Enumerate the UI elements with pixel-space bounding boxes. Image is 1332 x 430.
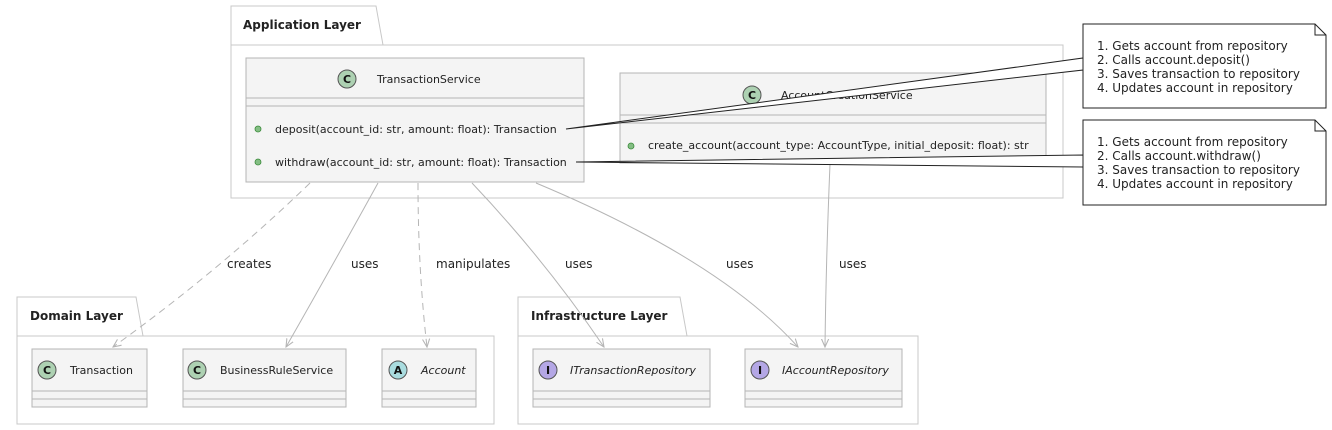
public-method-icon [627, 142, 635, 150]
class-stereotype-letter: C [43, 364, 51, 377]
class-account[interactable]: A Account [381, 348, 477, 408]
public-method-icon [254, 125, 262, 133]
note-line: 2. Calls account.withdraw() [1097, 149, 1261, 163]
public-method-icon [254, 158, 262, 166]
class-stereotype-letter: I [546, 364, 550, 377]
class-transaction-service[interactable]: C TransactionService deposit(account_id:… [245, 57, 585, 183]
note-line: 3. Saves transaction to repository [1097, 67, 1300, 81]
edge-uses-account-repo-creation [825, 163, 831, 347]
edge-label-uses: uses [351, 257, 379, 271]
edge-label-uses: uses [565, 257, 593, 271]
note-withdraw: 1. Gets account from repository 2. Calls… [575, 119, 1327, 206]
class-stereotype-letter: I [758, 364, 762, 377]
class-name: IAccountRepository [782, 364, 889, 377]
class-name: Account [420, 364, 466, 377]
edge-label-manipulates: manipulates [436, 257, 510, 271]
edge-label-uses: uses [726, 257, 754, 271]
class-name: TransactionService [376, 73, 481, 86]
interface-itransaction-repository[interactable]: I ITransactionRepository [532, 348, 711, 408]
class-transaction[interactable]: C Transaction [31, 348, 148, 408]
method-create-account: create_account(account_type: AccountType… [648, 139, 1029, 152]
class-stereotype-icon [337, 69, 357, 89]
interface-stereotype-icon [750, 360, 770, 380]
class-account-creation-service[interactable]: C AccountCreationService create_account(… [619, 72, 1047, 164]
edge-creates [113, 182, 311, 347]
package-title-domain: Domain Layer [30, 309, 123, 323]
class-stereotype-icon [187, 360, 207, 380]
note-line: 4. Updates account in repository [1097, 177, 1293, 191]
package-title-application: Application Layer [243, 18, 361, 32]
class-name: Transaction [69, 364, 133, 377]
note-line: 1. Gets account from repository [1097, 39, 1288, 53]
class-stereotype-letter: A [394, 364, 403, 377]
abstract-stereotype-icon [388, 360, 408, 380]
edge-manipulates [417, 182, 427, 347]
class-stereotype-icon [37, 360, 57, 380]
class-name: ITransactionRepository [570, 364, 696, 377]
edge-label-creates: creates [227, 257, 271, 271]
edge-uses-transaction-repo [471, 182, 604, 347]
method-withdraw: withdraw(account_id: str, amount: float)… [275, 156, 567, 169]
interface-stereotype-icon [538, 360, 558, 380]
class-stereotype-letter: C [748, 89, 756, 102]
relations [113, 163, 831, 347]
edge-label-uses: uses [839, 257, 867, 271]
note-line: 4. Updates account in repository [1097, 81, 1293, 95]
class-stereotype-letter: C [343, 73, 351, 86]
method-deposit: deposit(account_id: str, amount: float):… [275, 123, 557, 136]
class-business-rule-service[interactable]: C BusinessRuleService [182, 348, 347, 408]
edge-uses-business-rule [286, 182, 379, 347]
note-line: 1. Gets account from repository [1097, 135, 1288, 149]
class-stereotype-letter: C [193, 364, 201, 377]
interface-iaccount-repository[interactable]: I IAccountRepository [744, 348, 903, 408]
class-name: BusinessRuleService [220, 364, 333, 377]
note-line: 2. Calls account.deposit() [1097, 53, 1250, 67]
note-deposit: 1. Gets account from repository 2. Calls… [565, 23, 1327, 130]
note-line: 3. Saves transaction to repository [1097, 163, 1300, 177]
edge-uses-account-repo [535, 182, 798, 347]
package-title-infrastructure: Infrastructure Layer [531, 309, 668, 323]
